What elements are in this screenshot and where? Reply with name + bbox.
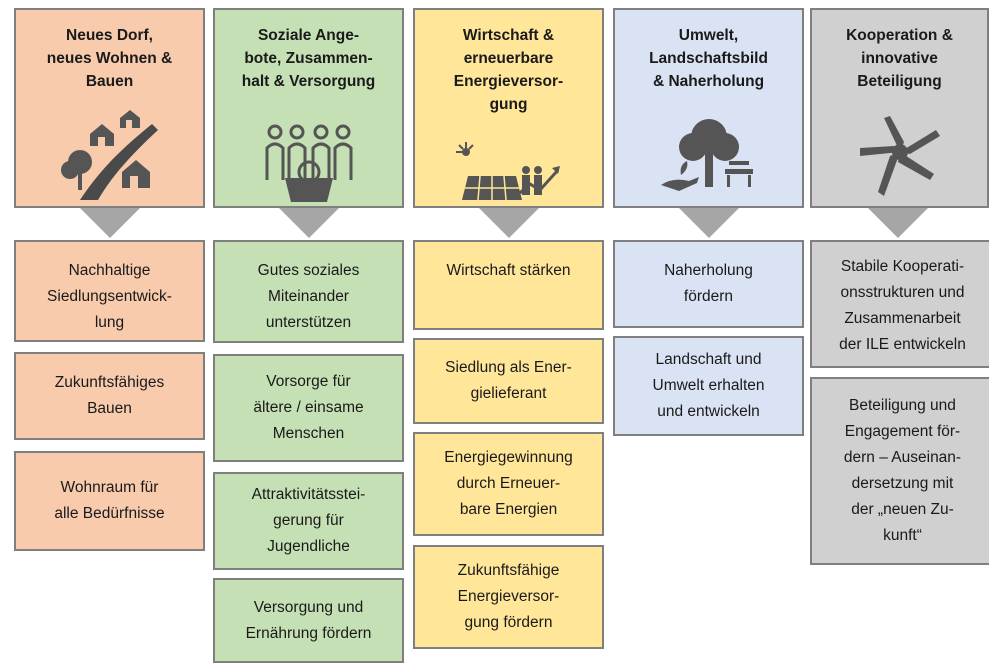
item-box: Vorsorge für ältere / einsame Menschen (213, 354, 404, 462)
column-header: Wirtschaft & erneuerbare Energieversor- … (413, 8, 604, 208)
down-arrow-icon (868, 208, 928, 238)
joined-hands-icon (859, 116, 940, 196)
column-header: Soziale Ange- bote, Zusammen- halt & Ver… (213, 8, 404, 208)
item-box: Naherholung fördern (613, 240, 804, 328)
down-arrow-icon (279, 208, 339, 238)
column-title: Neues Dorf, neues Wohnen & Bauen (46, 27, 173, 90)
solar-growth-icon (455, 142, 560, 201)
down-arrow-icon (80, 208, 140, 238)
down-arrow-icon (479, 208, 539, 238)
item-box: Beteiligung und Engagement för- dern – A… (810, 377, 989, 565)
column-umwelt: Umwelt, Landschaftsbild & Naherholung Na… (611, 0, 806, 664)
column-wirtschaft-energie: Wirtschaft & erneuerbare Energieversor- … (411, 0, 606, 664)
item-box: Stabile Kooperati- onsstrukturen und Zus… (810, 240, 989, 368)
column-header: Neues Dorf, neues Wohnen & Bauen (14, 8, 205, 208)
community-people-icon (265, 124, 352, 202)
item-box: Versorgung und Ernährung fördern (213, 578, 404, 663)
item-box: Energiegewinnung durch Erneuer- bare Ene… (413, 432, 604, 536)
column-title: Kooperation & innovative Beteiligung (846, 27, 953, 90)
column-header: Umwelt, Landschaftsbild & Naherholung (613, 8, 804, 208)
down-arrow-icon (679, 208, 739, 238)
item-box: Wohnraum für alle Bedürfnisse (14, 451, 205, 551)
item-box: Nachhaltige Siedlungsentwick- lung (14, 240, 205, 342)
column-title: Wirtschaft & erneuerbare Energieversor- … (453, 27, 564, 113)
column-neues-dorf: Neues Dorf, neues Wohnen & Bauen Nachhal… (12, 0, 207, 664)
item-box: Attraktivitätsstei- gerung für Jugendlic… (213, 472, 404, 570)
item-box: Landschaft und Umwelt erhalten und entwi… (613, 336, 804, 436)
column-kooperation: Kooperation & innovative Beteiligung Sta… (808, 0, 989, 664)
village-road-icon (60, 110, 158, 200)
column-title: Umwelt, Landschaftsbild & Naherholung (649, 27, 768, 90)
item-box: Siedlung als Ener- gielieferant (413, 338, 604, 424)
item-box: Zukunftsfähiges Bauen (14, 352, 205, 440)
tree-bench-icon (660, 119, 753, 191)
item-box: Zukunftsfähige Energieversor- gung förde… (413, 545, 604, 649)
column-title: Soziale Ange- bote, Zusammen- halt & Ver… (241, 27, 376, 90)
column-header: Kooperation & innovative Beteiligung (810, 8, 989, 208)
item-box: Wirtschaft stärken (413, 240, 604, 330)
item-box: Gutes soziales Miteinander unterstützen (213, 240, 404, 343)
column-soziale-angebote: Soziale Ange- bote, Zusammen- halt & Ver… (211, 0, 406, 664)
